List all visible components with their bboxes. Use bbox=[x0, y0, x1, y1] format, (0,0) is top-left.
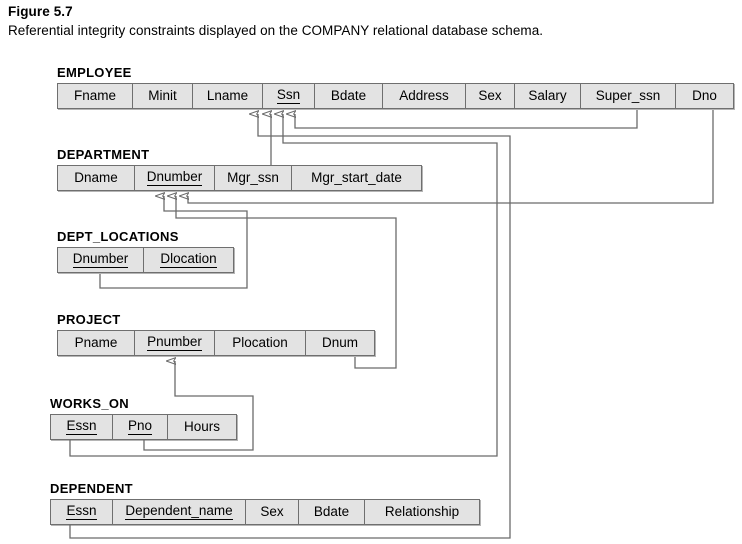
attribute-department-dname[interactable]: Dname bbox=[58, 166, 135, 190]
attribute-employee-super-ssn[interactable]: Super_ssn bbox=[581, 84, 676, 108]
relation-employee: EMPLOYEE Fname Minit Lname Ssn Bdate Add… bbox=[57, 65, 734, 109]
relation-title-works-on: WORKS_ON bbox=[50, 396, 129, 411]
attribute-dependent-relationship[interactable]: Relationship bbox=[365, 500, 479, 524]
attribute-department-mgr-start-date[interactable]: Mgr_start_date bbox=[292, 166, 421, 190]
attribute-dept-locations-dnumber[interactable]: Dnumber bbox=[58, 248, 144, 272]
relation-title-project: PROJECT bbox=[57, 312, 121, 327]
attribute-works-on-pno[interactable]: Pno bbox=[113, 415, 168, 439]
attribute-employee-lname[interactable]: Lname bbox=[193, 84, 263, 108]
attribute-dependent-essn[interactable]: Essn bbox=[51, 500, 113, 524]
attribute-project-dnum[interactable]: Dnum bbox=[306, 331, 374, 355]
attribute-employee-minit[interactable]: Minit bbox=[133, 84, 193, 108]
attribute-employee-dno[interactable]: Dno bbox=[676, 84, 733, 108]
attribute-row-department: Dname Dnumber Mgr_ssn Mgr_start_date bbox=[57, 165, 422, 191]
attribute-project-pnumber[interactable]: Pnumber bbox=[135, 331, 215, 355]
attribute-row-dependent: Essn Dependent_name Sex Bdate Relationsh… bbox=[50, 499, 480, 525]
attribute-project-plocation[interactable]: Plocation bbox=[215, 331, 306, 355]
relation-dependent: DEPENDENT Essn Dependent_name Sex Bdate … bbox=[50, 481, 480, 525]
relation-works-on: WORKS_ON Essn Pno Hours bbox=[50, 396, 237, 440]
attribute-employee-salary[interactable]: Salary bbox=[515, 84, 581, 108]
attribute-department-dnumber[interactable]: Dnumber bbox=[135, 166, 215, 190]
figure-caption: Referential integrity constraints displa… bbox=[8, 23, 544, 38]
relation-title-department: DEPARTMENT bbox=[57, 147, 150, 162]
relation-title-employee: EMPLOYEE bbox=[57, 65, 132, 80]
relation-title-dependent: DEPENDENT bbox=[50, 481, 133, 496]
attribute-dependent-bdate[interactable]: Bdate bbox=[299, 500, 365, 524]
attribute-row-project: Pname Pnumber Plocation Dnum bbox=[57, 330, 375, 356]
relation-title-dept-locations: DEPT_LOCATIONS bbox=[57, 229, 179, 244]
relation-dept-locations: DEPT_LOCATIONS Dnumber Dlocation bbox=[57, 229, 234, 273]
attribute-row-dept-locations: Dnumber Dlocation bbox=[57, 247, 234, 273]
attribute-employee-address[interactable]: Address bbox=[383, 84, 466, 108]
attribute-dependent-sex[interactable]: Sex bbox=[246, 500, 299, 524]
attribute-row-works-on: Essn Pno Hours bbox=[50, 414, 237, 440]
relation-department: DEPARTMENT Dname Dnumber Mgr_ssn Mgr_sta… bbox=[57, 147, 422, 191]
figure-label: Figure 5.7 bbox=[8, 4, 73, 19]
attribute-employee-bdate[interactable]: Bdate bbox=[315, 84, 383, 108]
attribute-dept-locations-dlocation[interactable]: Dlocation bbox=[144, 248, 233, 272]
attribute-works-on-essn[interactable]: Essn bbox=[51, 415, 113, 439]
relation-project: PROJECT Pname Pnumber Plocation Dnum bbox=[57, 312, 375, 356]
attribute-project-pname[interactable]: Pname bbox=[58, 331, 135, 355]
attribute-department-mgr-ssn[interactable]: Mgr_ssn bbox=[215, 166, 292, 190]
attribute-dependent-dependent-name[interactable]: Dependent_name bbox=[113, 500, 246, 524]
attribute-row-employee: Fname Minit Lname Ssn Bdate Address Sex … bbox=[57, 83, 734, 109]
attribute-employee-ssn[interactable]: Ssn bbox=[263, 84, 315, 108]
fk-super-ssn-to-ssn bbox=[295, 110, 638, 129]
attribute-works-on-hours[interactable]: Hours bbox=[168, 415, 236, 439]
attribute-employee-sex[interactable]: Sex bbox=[466, 84, 515, 108]
attribute-employee-fname[interactable]: Fname bbox=[58, 84, 133, 108]
